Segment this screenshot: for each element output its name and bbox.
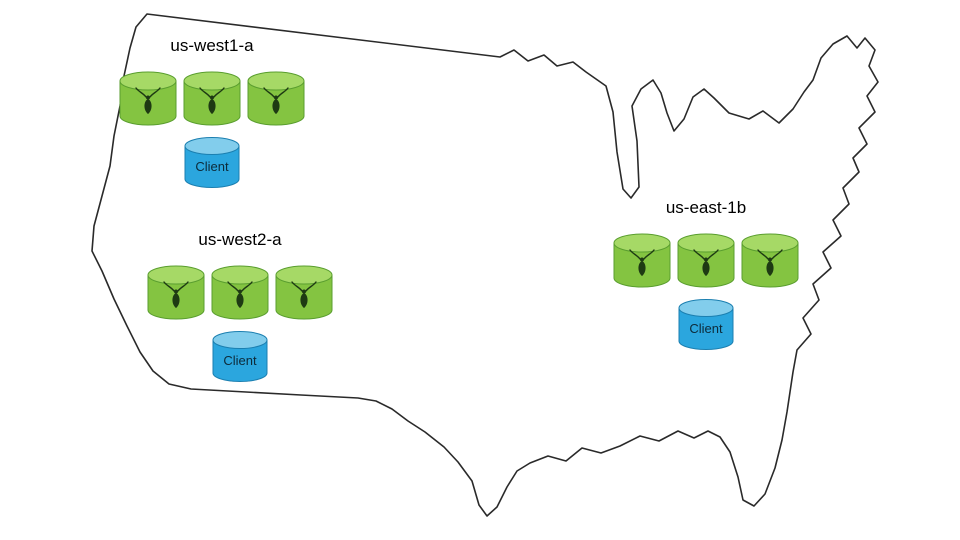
client-cylinder: Client xyxy=(211,330,269,389)
cockroach-icon xyxy=(629,249,655,276)
client-label: Client xyxy=(223,353,257,368)
region-us-east-1b: us-east-1b xyxy=(612,198,800,357)
cockroach-icon xyxy=(135,87,161,114)
client-cylinder-svg: Client xyxy=(678,299,734,350)
client-cylinder: Client xyxy=(183,136,241,195)
region-label: us-west2-a xyxy=(198,230,282,249)
client-cylinder-svg: Client xyxy=(184,137,240,188)
cockroach-icon xyxy=(263,87,289,114)
client-cylinder-svg: Client xyxy=(212,331,268,382)
db-node-cylinder xyxy=(613,233,671,288)
cockroach-icon xyxy=(199,87,225,114)
cockroach-icon xyxy=(693,249,719,276)
db-node-cylinder xyxy=(147,265,205,320)
db-node-cylinder xyxy=(119,71,177,126)
cockroach-icon xyxy=(291,281,317,308)
region-label: us-west1-a xyxy=(170,36,254,55)
client-cylinder: Client xyxy=(677,298,735,357)
node-group xyxy=(612,232,800,289)
node-group xyxy=(146,264,334,321)
db-node-cylinder xyxy=(247,71,305,126)
db-node-cylinder xyxy=(677,233,735,288)
us-map-path xyxy=(91,13,879,517)
db-node-cylinder xyxy=(183,71,241,126)
db-node-cylinder xyxy=(741,233,799,288)
db-node-cylinder xyxy=(275,265,333,320)
client-label: Client xyxy=(689,321,723,336)
region-us-west2-a: us-west2-a xyxy=(146,230,334,389)
cockroach-icon xyxy=(227,281,253,308)
cockroach-icon xyxy=(757,249,783,276)
region-us-west1-a: us-west1-a xyxy=(118,36,306,195)
node-group xyxy=(118,70,306,127)
region-label: us-east-1b xyxy=(665,198,747,217)
client-label: Client xyxy=(195,159,229,174)
cockroach-icon xyxy=(163,281,189,308)
db-node-cylinder xyxy=(211,265,269,320)
